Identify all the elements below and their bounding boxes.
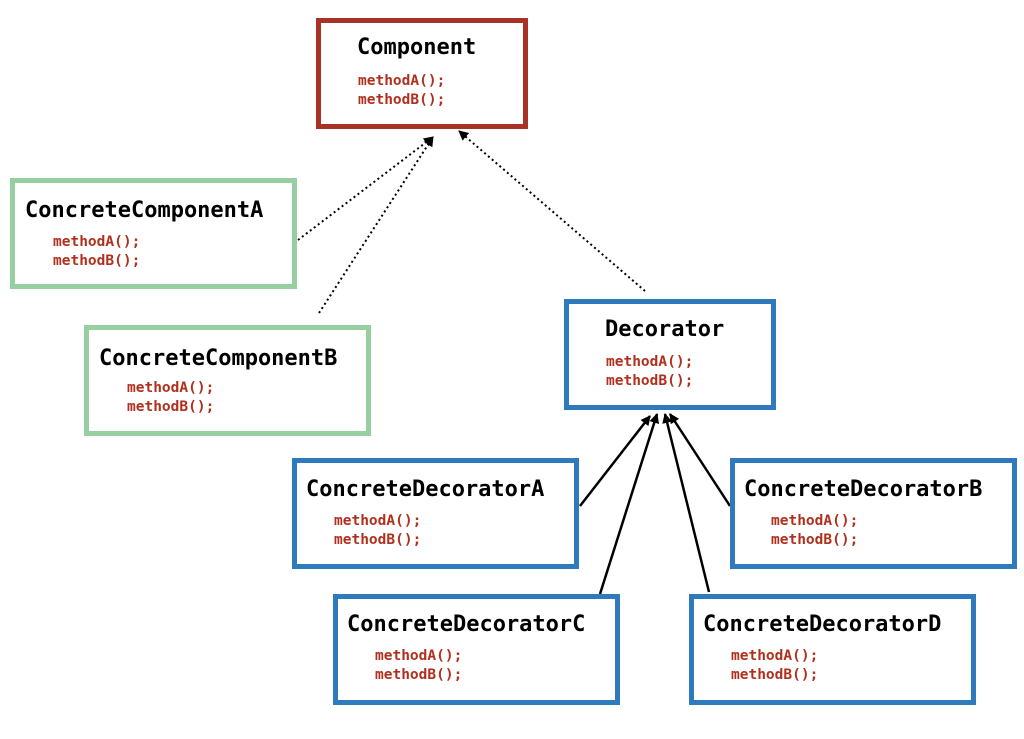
edge-concrete-component-a-to-component — [297, 136, 434, 241]
method-item: methodB(); — [771, 532, 859, 548]
edge-decorator-to-component — [458, 130, 646, 292]
method-item: methodB(); — [375, 667, 463, 683]
method-list: methodA(); methodB(); — [771, 512, 858, 550]
edge-concrete-decorator-a-to-decorator — [579, 415, 651, 507]
method-list: methodA(); methodB(); — [53, 233, 140, 271]
node-concrete-decorator-b[interactable]: ConcreteDecoratorB methodA(); methodB(); — [730, 458, 1017, 569]
edge-concrete-decorator-c-to-decorator — [598, 413, 660, 595]
node-title: ConcreteDecoratorC — [347, 612, 586, 637]
node-title: Component — [357, 35, 477, 60]
method-item: methodA(); — [334, 513, 422, 529]
node-title: ConcreteComponentB — [99, 346, 338, 371]
node-title: ConcreteDecoratorA — [306, 477, 545, 502]
node-concrete-component-b[interactable]: ConcreteComponentB methodA(); methodB(); — [84, 325, 371, 436]
method-item: methodA(); — [771, 513, 859, 529]
node-concrete-decorator-d[interactable]: ConcreteDecoratorD methodA(); methodB(); — [689, 594, 976, 705]
node-title: ConcreteDecoratorD — [703, 612, 942, 637]
method-item: methodB(); — [358, 92, 446, 108]
method-item: methodA(); — [358, 73, 446, 89]
method-item: methodA(); — [606, 354, 694, 370]
method-list: methodA(); methodB(); — [606, 353, 693, 391]
method-item: methodB(); — [53, 253, 141, 269]
method-list: methodA(); methodB(); — [375, 647, 462, 685]
node-decorator[interactable]: Decorator methodA(); methodB(); — [564, 299, 776, 410]
method-item: methodB(); — [606, 373, 694, 389]
node-concrete-decorator-c[interactable]: ConcreteDecoratorC methodA(); methodB(); — [333, 594, 620, 705]
edge-concrete-decorator-b-to-decorator — [668, 413, 732, 507]
method-item: methodA(); — [731, 648, 819, 664]
method-item: methodA(); — [53, 234, 141, 250]
node-title: ConcreteComponentA — [25, 198, 264, 223]
method-list: methodA(); methodB(); — [334, 512, 421, 550]
node-concrete-decorator-a[interactable]: ConcreteDecoratorA methodA(); methodB(); — [292, 458, 579, 569]
edge-concrete-decorator-d-to-decorator — [662, 413, 711, 593]
method-item: methodA(); — [375, 648, 463, 664]
method-item: methodA(); — [127, 380, 215, 396]
method-list: methodA(); methodB(); — [731, 647, 818, 685]
node-title: Decorator — [605, 317, 725, 342]
method-list: methodA(); methodB(); — [127, 379, 214, 417]
edge-concrete-component-b-to-component — [318, 136, 434, 314]
method-item: methodB(); — [127, 399, 215, 415]
node-concrete-component-a[interactable]: ConcreteComponentA methodA(); methodB(); — [10, 178, 297, 289]
node-component[interactable]: Component methodA(); methodB(); — [316, 18, 528, 129]
method-list: methodA(); methodB(); — [358, 72, 445, 110]
method-item: methodB(); — [731, 667, 819, 683]
node-title: ConcreteDecoratorB — [744, 477, 983, 502]
method-item: methodB(); — [334, 532, 422, 548]
